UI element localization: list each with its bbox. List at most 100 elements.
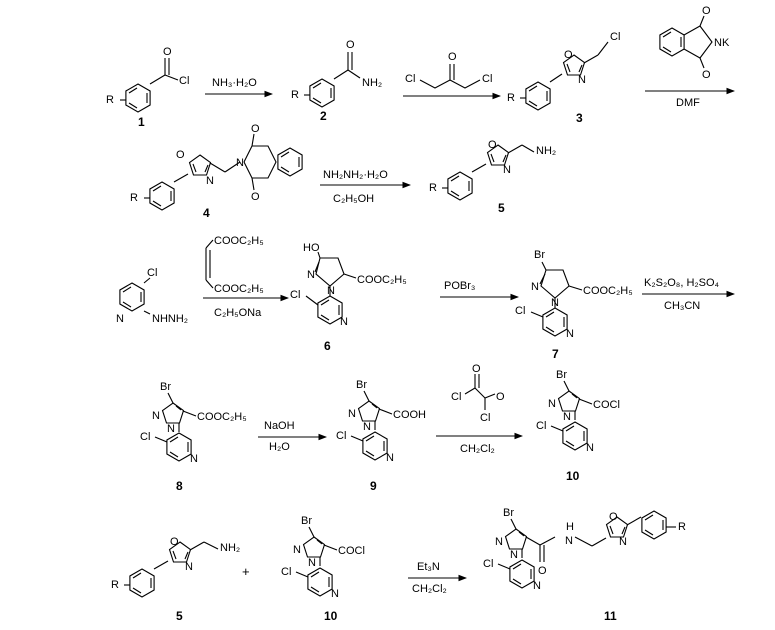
atom-N: N xyxy=(116,313,124,325)
ester-group: COOC₂H₅ xyxy=(214,283,264,295)
atom-O: O xyxy=(609,511,618,523)
atom-N: N xyxy=(152,410,160,422)
atom-Br: Br xyxy=(503,507,514,519)
atom-N: N xyxy=(619,536,627,548)
atom-N: N xyxy=(510,549,518,561)
atom-N: N xyxy=(348,408,356,420)
atom-Cl: Cl xyxy=(179,75,189,87)
atom-Cl: Cl xyxy=(483,558,493,570)
atom-N: N xyxy=(363,421,371,433)
reagent-label: H₂O xyxy=(269,441,290,453)
compound-6: HO N N COOC₂H₅ Cl N 6 xyxy=(290,242,407,353)
atom-R: R xyxy=(111,579,119,591)
compound-number: 8 xyxy=(176,479,183,493)
atom-N: N xyxy=(578,74,586,86)
potassium-phthalimide: O O NK xyxy=(659,5,730,81)
atom-O: O xyxy=(702,69,711,81)
atom-Cl: Cl xyxy=(405,73,415,85)
reagent-label: CH₃CN xyxy=(664,300,700,312)
atom-HO: HO xyxy=(303,242,320,254)
atom-Cl: Cl xyxy=(451,391,461,403)
atom-N: N xyxy=(551,297,559,309)
atom-N: N xyxy=(185,561,193,573)
atom-Cl: Cl xyxy=(515,305,525,317)
atom-H: H xyxy=(566,521,574,533)
atom-NHNH2: NHNH₂ xyxy=(152,313,188,325)
atom-N: N xyxy=(533,580,541,592)
atom-N: N xyxy=(386,452,394,464)
atom-N: N xyxy=(495,536,503,548)
compound-number: 2 xyxy=(320,109,327,123)
dichloroacetone: O Cl Cl xyxy=(405,51,492,89)
atom-O: O xyxy=(488,139,497,151)
ester-group: COOC₂H₅ xyxy=(197,411,247,423)
atom-Cl: Cl xyxy=(281,566,291,578)
atom-Cl: Cl xyxy=(290,289,300,301)
reagent-label: K₂S₂O₈, H₂SO₄ xyxy=(644,277,720,289)
compound-number: 5 xyxy=(498,201,505,215)
compound-8: Br N N COOC₂H₅ Cl N 8 xyxy=(140,381,247,493)
atom-O: O xyxy=(496,391,505,403)
compound-5: O N NH₂ R 5 xyxy=(429,139,556,215)
reagent-label: C₂H₅OH xyxy=(333,193,374,205)
atom-N: N xyxy=(167,423,175,435)
reagent-label: Et₃N xyxy=(417,561,440,573)
compound-number: 1 xyxy=(138,115,145,129)
atom-NK: NK xyxy=(714,37,730,49)
oxalyl-chloride: O Cl O Cl xyxy=(451,363,505,424)
atom-O: O xyxy=(170,536,179,548)
diethyl-maleate: COOC₂H₅ COOC₂H₅ xyxy=(205,235,264,295)
atom-R: R xyxy=(291,89,299,101)
compound-number: 3 xyxy=(576,111,583,125)
atom-Br: Br xyxy=(534,249,545,261)
atom-O: O xyxy=(176,149,185,161)
atom-Br: Br xyxy=(356,379,367,391)
reagent-label: NH₂NH₂·H₂O xyxy=(323,169,388,181)
atom-N: N xyxy=(548,398,556,410)
reagent-label: NaOH xyxy=(264,420,295,432)
reagent-label: NH₃·H₂O xyxy=(212,77,257,89)
reagent-label: CH₂Cl₂ xyxy=(412,583,447,595)
atom-O: O xyxy=(163,46,172,58)
atom-Cl: Cl xyxy=(480,412,490,424)
atom-N: N xyxy=(331,588,339,600)
atom-N: N xyxy=(503,164,511,176)
atom-Br: Br xyxy=(301,515,312,527)
atom-O: O xyxy=(251,123,260,135)
compound-number: 5 xyxy=(176,609,183,623)
atom-Cl: Cl xyxy=(610,31,620,43)
atom-N: N xyxy=(206,175,214,187)
atom-Br: Br xyxy=(160,381,171,393)
reagent-label: DMF xyxy=(676,97,700,109)
compound-1: O Cl R 1 xyxy=(106,46,189,129)
compound-number: 11 xyxy=(604,609,617,623)
compound-2: O NH₂ R 2 xyxy=(291,39,382,123)
reagent-label: C₂H₅ONa xyxy=(214,307,262,319)
atom-NH2: NH₂ xyxy=(536,145,556,157)
compound-number: 4 xyxy=(203,206,210,220)
atom-N: N xyxy=(566,328,574,340)
chlorohydrazinopyridine: Cl N NHNH₂ xyxy=(116,267,188,325)
compound-5: O N NH₂ R 5 xyxy=(111,536,240,623)
atom-O: O xyxy=(538,565,547,577)
atom-O: O xyxy=(472,363,481,375)
atom-N: N xyxy=(293,544,301,556)
plus-sign: + xyxy=(242,564,250,579)
atom-R: R xyxy=(106,94,114,106)
atom-N: N xyxy=(308,557,316,569)
atom-N: N xyxy=(307,269,315,281)
atom-N: N xyxy=(565,535,573,547)
atom-N: N xyxy=(327,285,335,297)
atom-O: O xyxy=(251,191,260,203)
acyl-chloride-group: COCl xyxy=(338,545,365,557)
compound-number: 7 xyxy=(552,347,559,361)
atom-N: N xyxy=(190,453,198,465)
compound-4: O N O O N R 4 xyxy=(130,123,303,220)
ester-group: COOC₂H₅ xyxy=(583,285,633,297)
compound-number: 10 xyxy=(324,609,338,623)
compound-11: Br N N Cl N O H N O N R 11 xyxy=(483,507,686,623)
reagent-label: POBr₃ xyxy=(444,280,475,292)
atom-O: O xyxy=(702,5,711,17)
atom-N: N xyxy=(563,411,571,423)
